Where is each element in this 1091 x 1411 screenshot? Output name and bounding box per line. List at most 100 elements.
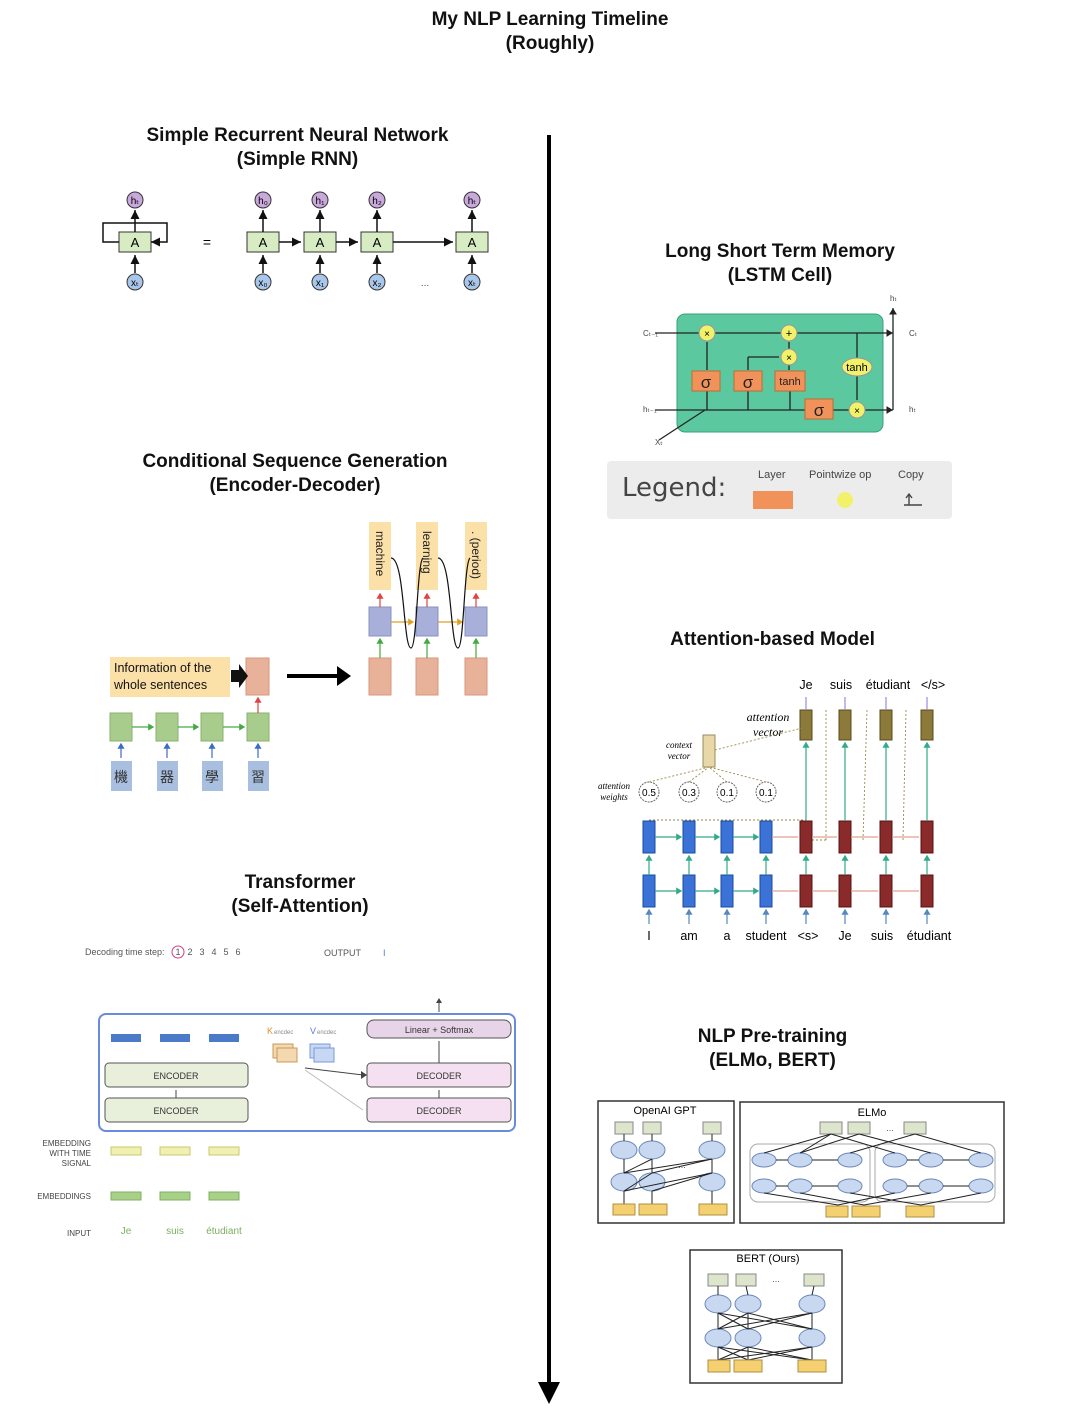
att-input: étudiant [907,929,952,943]
emb-time-label: EMBEDDING [43,1139,91,1148]
svg-text:...: ... [678,1160,686,1170]
svg-text:Cₜ: Cₜ [909,329,917,338]
rnn-unrolled: A A A A h₀ h₁ h₂ hₜ x₀ x₁ x₂ xₜ [246,191,489,291]
att-weights-label: attention [598,781,630,791]
page-title-main: My NLP Learning Timeline [431,9,669,30]
svg-text:xₜ: xₜ [468,278,476,289]
encdec-title: Conditional Sequence Generation (Encoder… [142,451,448,496]
timeline-arrow [538,135,560,1404]
svg-text:A: A [316,235,325,250]
svg-text:σ: σ [814,401,825,420]
svg-text:vector: vector [753,725,783,739]
input-char: 器 [160,769,174,785]
lstm-diagram: σ σ tanh σ × + × tanh × Cₜ₋₁ Cₜ hₜ₋₁ hₜ … [643,294,917,447]
rnn-folded-cell: A hₜ xₜ [102,191,168,291]
att-weight: 0.3 [682,788,696,799]
att-input: a [724,929,731,943]
gpt-diagram: OpenAI GPT ... [597,1100,735,1224]
att-input: suis [871,929,893,943]
transformer-title: Transformer (Self-Attention) [231,872,369,917]
decoder-label: DECODER [416,1071,462,1081]
svg-text:hₜ: hₜ [890,294,897,303]
attention-diagram: Je suis étudiant </s> attention vector c… [598,678,952,943]
emb-label: EMBEDDINGS [37,1192,91,1201]
svg-text:+: + [786,328,792,340]
elmo-label: ELMo [858,1107,887,1119]
rnn-h-label: hₜ [131,196,140,207]
svg-text:h₀: h₀ [258,196,268,207]
att-weight: 0.5 [642,788,656,799]
output-label: OUTPUT [324,948,362,958]
att-output: suis [830,678,852,692]
svg-text:A: A [259,235,268,250]
rnn-equals: = [203,234,211,250]
step-num: 3 [199,947,204,957]
output-word: learning [420,531,434,574]
svg-text:encdec: encdec [274,1030,293,1036]
input-char: 機 [114,769,128,785]
svg-text:...: ... [772,1274,780,1284]
lstm-title: Long Short Term Memory (LSTM Cell) [665,241,895,286]
svg-text:weights: weights [600,792,628,802]
step-num: 1 [175,947,180,957]
encoder-label: ENCODER [153,1071,199,1081]
svg-text:...: ... [886,1123,894,1133]
encoder-label: ENCODER [153,1106,199,1116]
svg-text:encdec: encdec [317,1030,336,1036]
gpt-label: OpenAI GPT [634,1105,697,1117]
step-num: 5 [223,947,228,957]
decoder-label: DECODER [416,1106,462,1116]
svg-text:Xₜ: Xₜ [655,438,663,447]
legend-layer-label: Layer [758,469,786,481]
svg-text:vector: vector [668,751,691,761]
attention-title: Attention-based Model [670,629,875,650]
linear-softmax-label: Linear + Softmax [405,1025,474,1035]
svg-text:A: A [468,235,477,250]
output-word: machine [373,531,387,577]
bert-label: BERT (Ours) [736,1253,799,1265]
rnn-cell-label: A [131,235,140,250]
legend-label: Legend: [622,473,727,503]
att-weight: 0.1 [720,788,734,799]
att-output: étudiant [866,678,911,692]
legend-copy-label: Copy [898,469,924,481]
svg-text:h₂: h₂ [372,196,382,207]
step-num: 4 [211,947,216,957]
k-label: K [267,1026,273,1036]
svg-text:x₁: x₁ [316,278,325,289]
rnn-diagram: A hₜ xₜ = A A A A [102,191,489,291]
att-input: Je [838,929,851,943]
input-char: 學 [205,769,219,785]
att-output: </s> [921,678,945,692]
legend-layer-swatch [753,491,793,509]
svg-text:Cₜ₋₁: Cₜ₋₁ [643,329,658,338]
step-label: Decoding time step: [85,947,165,957]
lstm-legend: Legend: Layer Pointwize op Copy [607,461,952,519]
svg-text:hₜ: hₜ [909,405,916,414]
rnn-title: Simple Recurrent Neural Network (Simple … [146,125,449,170]
att-input: am [680,929,697,943]
att-output: Je [799,678,812,692]
pretrain-title: NLP Pre-training (ELMo, BERT) [697,1026,848,1071]
legend-pointwise-swatch [837,492,853,508]
trans-input-word: étudiant [206,1226,242,1237]
svg-text:×: × [704,329,710,340]
page-title: My NLP Learning Timeline (Roughly) [345,8,755,56]
svg-text:σ: σ [743,373,754,392]
svg-text:SIGNAL: SIGNAL [62,1159,92,1168]
att-input: student [745,929,787,943]
output-word: . (period) [469,531,483,579]
copy-icon [904,492,922,506]
att-input: <s> [798,929,819,943]
svg-text:x₂: x₂ [373,278,382,289]
att-input: I [647,929,650,943]
svg-text:A: A [373,235,382,250]
svg-text:WITH TIME: WITH TIME [49,1149,91,1158]
page-subtitle: (Roughly) [505,33,595,54]
step-num: 2 [187,947,192,957]
v-label: V [310,1026,316,1036]
svg-text:×: × [854,406,860,417]
context-vector-label: context [666,740,692,750]
info-box: Information of the whole sentences [110,657,230,697]
input-label: INPUT [67,1229,91,1238]
